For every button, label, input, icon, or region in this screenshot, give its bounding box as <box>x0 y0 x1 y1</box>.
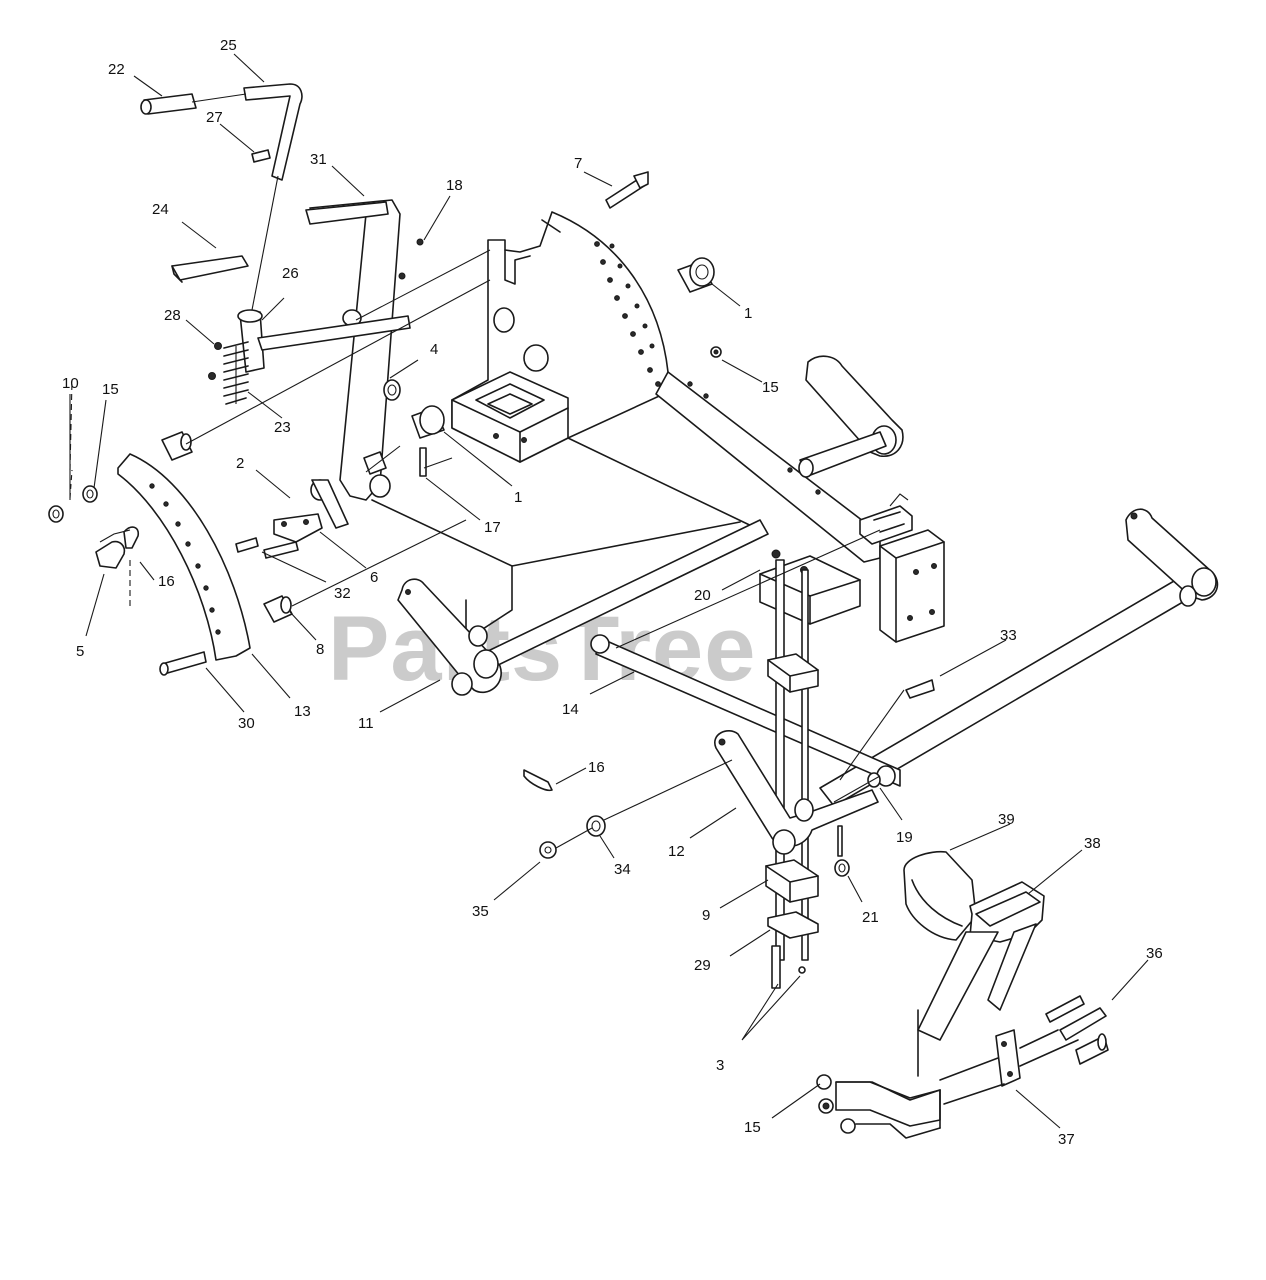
callout-7: 7 <box>574 155 582 172</box>
callout-36: 36 <box>1146 945 1163 962</box>
bracket-37 <box>939 1029 1079 1105</box>
pivot-bracket <box>273 479 349 543</box>
callout-1-lower: 1 <box>514 489 522 506</box>
bolt-7 <box>605 171 649 209</box>
callout-11: 11 <box>358 715 374 732</box>
right-bracket <box>859 493 945 643</box>
bell-crank <box>714 730 879 855</box>
callout-6: 6 <box>370 569 378 586</box>
cross-shaft <box>819 508 1219 807</box>
callout-1-upper: 1 <box>744 305 752 322</box>
center-lines <box>69 93 905 849</box>
pedal-arm <box>305 199 401 501</box>
bracket-38 <box>917 881 1045 1041</box>
callout-31: 31 <box>310 151 327 168</box>
lower-link-rod <box>590 634 901 788</box>
callout-29: 29 <box>694 957 711 974</box>
callout-13: 13 <box>294 703 311 720</box>
pin-27 <box>251 149 271 163</box>
cover-39 <box>903 850 977 941</box>
lower-strap-plates <box>816 1009 941 1139</box>
callout-21: 21 <box>862 909 879 926</box>
callout-38: 38 <box>1084 835 1101 852</box>
callout-28: 28 <box>164 307 181 324</box>
callout-16-lower: 16 <box>588 759 605 776</box>
spring <box>223 309 265 405</box>
callout-23: 23 <box>274 419 291 436</box>
pedal-link <box>257 315 411 351</box>
callout-10: 10 <box>62 375 79 392</box>
bolts-36 <box>1045 995 1109 1065</box>
rod-clamp-blocks <box>765 653 819 939</box>
callout-8: 8 <box>316 641 324 658</box>
left-fasteners <box>48 485 140 610</box>
callout-22: 22 <box>108 61 125 78</box>
lift-link-bar <box>655 371 881 563</box>
callout-3: 3 <box>716 1057 724 1074</box>
callout-30: 30 <box>238 715 255 732</box>
control-rod <box>140 83 303 311</box>
pin-21 <box>834 825 850 877</box>
callout-labels: 1 1 2 3 4 5 6 7 8 9 10 11 12 13 14 15 15… <box>62 37 1163 1148</box>
callout-14: 14 <box>562 701 579 718</box>
spacers <box>161 431 387 623</box>
callout-15-upper: 15 <box>762 379 779 396</box>
callout-2: 2 <box>236 455 244 472</box>
nut-15-upper <box>710 346 722 358</box>
pedal-pad <box>171 255 249 283</box>
callout-24: 24 <box>152 201 169 218</box>
callout-15-left: 15 <box>102 381 119 398</box>
callout-34: 34 <box>614 861 631 878</box>
callout-4: 4 <box>430 341 438 358</box>
callout-12: 12 <box>668 843 685 860</box>
leader-lines <box>69 53 1149 1129</box>
callout-33: 33 <box>1000 627 1017 644</box>
callout-16-left: 16 <box>158 573 175 590</box>
callout-19: 19 <box>896 829 913 846</box>
callout-27: 27 <box>206 109 223 126</box>
socket-block <box>451 371 569 463</box>
bolt-33 <box>905 679 935 699</box>
callout-35: 35 <box>472 903 489 920</box>
clevis-pin-16 <box>523 769 606 859</box>
bolts-32 <box>235 537 299 559</box>
callout-25: 25 <box>220 37 237 54</box>
lever-11 <box>397 578 502 696</box>
quadrant-plate <box>117 453 251 661</box>
callout-39: 39 <box>998 811 1015 828</box>
callout-5: 5 <box>76 643 84 660</box>
bolt-3 <box>771 945 806 989</box>
callout-18: 18 <box>446 177 463 194</box>
callout-17: 17 <box>484 519 501 536</box>
upper-right-arm <box>798 355 904 478</box>
callout-26: 26 <box>282 265 299 282</box>
pin-17 <box>419 447 427 477</box>
callout-9: 9 <box>702 907 710 924</box>
bushings-1 <box>411 257 715 439</box>
washer-4 <box>383 379 401 401</box>
bolt-30 <box>159 651 207 676</box>
small-nuts <box>208 238 424 380</box>
callout-15-lower: 15 <box>744 1119 761 1136</box>
callout-20: 20 <box>694 587 711 604</box>
callout-37: 37 <box>1058 1131 1075 1148</box>
callout-32: 32 <box>334 585 351 602</box>
